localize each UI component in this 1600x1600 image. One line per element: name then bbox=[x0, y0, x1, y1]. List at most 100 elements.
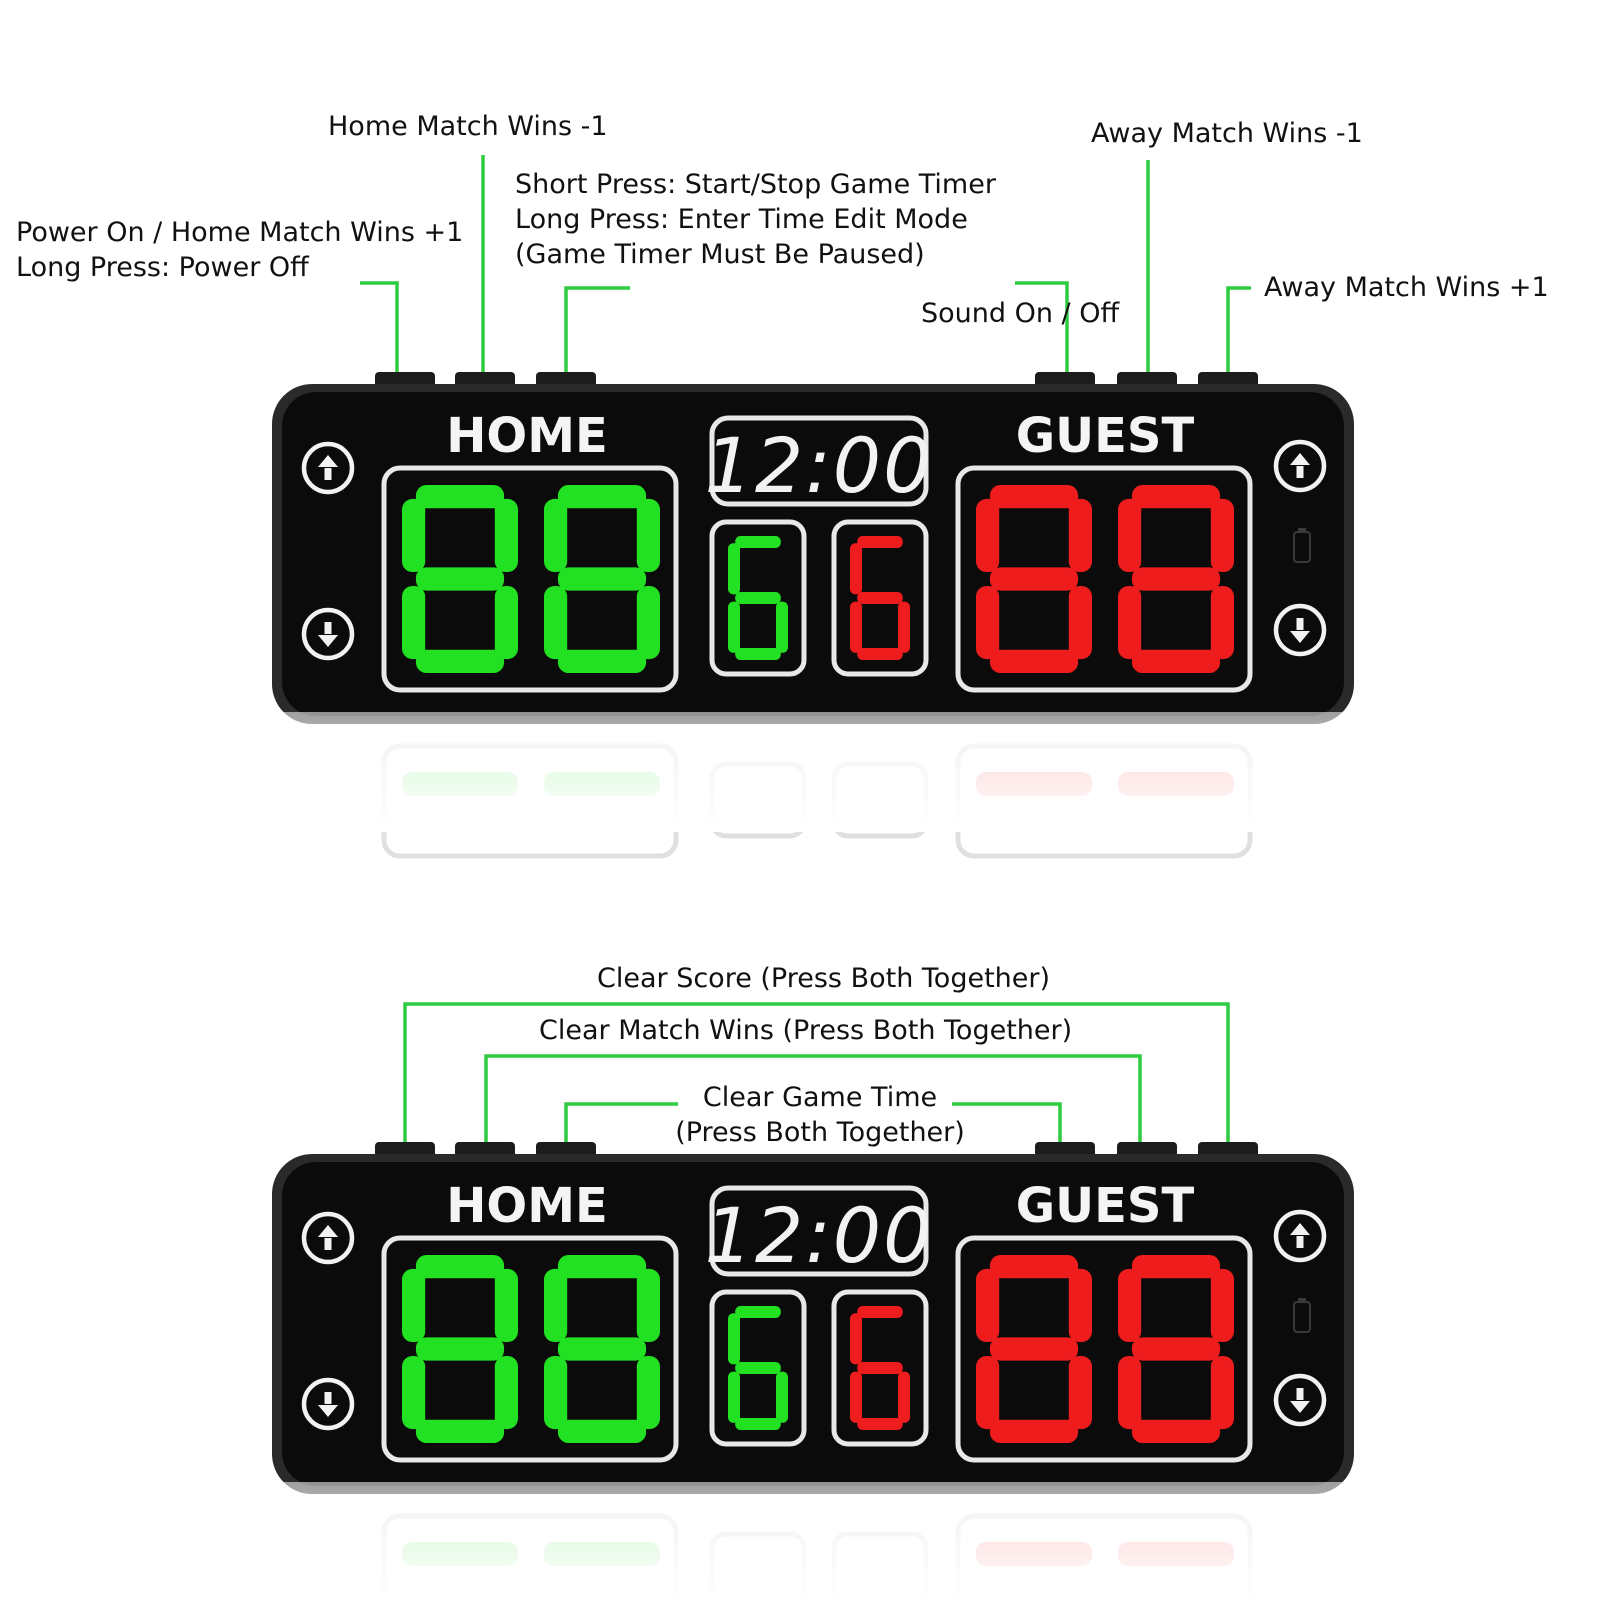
segment-c bbox=[636, 585, 660, 660]
home-title: HOME bbox=[446, 408, 608, 464]
segment-e bbox=[976, 585, 1000, 660]
segment-f bbox=[850, 543, 862, 595]
segment-d bbox=[415, 1419, 505, 1443]
home-score-frame bbox=[381, 1235, 679, 1463]
label-sound-toggle: Sound On / Off bbox=[921, 298, 1120, 329]
reflection-fade bbox=[264, 712, 1364, 832]
guest-down-arrow-icon bbox=[1273, 603, 1327, 657]
guest-match-wins-frame bbox=[831, 519, 929, 677]
label-home-match-wins-minus: Home Match Wins -1 bbox=[328, 111, 608, 142]
segment-g bbox=[857, 1362, 903, 1374]
segment-g bbox=[557, 1337, 647, 1361]
segment-b bbox=[494, 1268, 518, 1343]
home-match-wins-digit bbox=[728, 536, 788, 660]
label-power-on: Power On / Home Match Wins +1 bbox=[16, 217, 464, 248]
segment-c bbox=[494, 1355, 518, 1430]
reflection-fade bbox=[264, 1482, 1364, 1600]
label-timer-short-press: Short Press: Start/Stop Game Timer bbox=[515, 169, 996, 200]
segment-d bbox=[735, 648, 781, 660]
home-score-digit-2 bbox=[544, 485, 660, 673]
label-timer-paused: (Game Timer Must Be Paused) bbox=[515, 239, 925, 270]
segment-b bbox=[1210, 1268, 1234, 1343]
home-match-wins-frame bbox=[709, 519, 807, 677]
segment-c bbox=[776, 601, 788, 653]
leader-clear-time-right bbox=[952, 1102, 1062, 1142]
segment-f bbox=[402, 498, 426, 573]
guest-match-wins-digit bbox=[850, 536, 910, 660]
guest-up-arrow-icon bbox=[1273, 1209, 1327, 1263]
segment-e bbox=[1118, 1355, 1142, 1430]
clock-frame bbox=[709, 1185, 929, 1277]
segment-a bbox=[415, 485, 505, 509]
guest-score-digit-1 bbox=[976, 485, 1092, 673]
segment-c bbox=[636, 1355, 660, 1430]
guest-match-wins-digit bbox=[850, 1306, 910, 1430]
segment-b bbox=[494, 498, 518, 573]
segment-g bbox=[989, 1337, 1079, 1361]
segment-b bbox=[636, 1268, 660, 1343]
segment-f bbox=[544, 1268, 568, 1343]
segment-g bbox=[857, 592, 903, 604]
segment-d bbox=[857, 1418, 903, 1430]
segment-g bbox=[1131, 567, 1221, 591]
segment-e bbox=[402, 585, 426, 660]
home-score-digit-1 bbox=[402, 485, 518, 673]
segment-a bbox=[557, 1255, 647, 1279]
label-clear-match-wins: Clear Match Wins (Press Both Together) bbox=[539, 1015, 1073, 1046]
segment-c bbox=[898, 601, 910, 653]
label-power-off: Long Press: Power Off bbox=[16, 252, 309, 283]
leader-clear-score bbox=[403, 1002, 1230, 1142]
segment-b bbox=[636, 498, 660, 573]
label-away-match-wins-plus: Away Match Wins +1 bbox=[1264, 272, 1549, 303]
segment-d bbox=[557, 649, 647, 673]
guest-score-digit-2 bbox=[1118, 485, 1234, 673]
segment-e bbox=[728, 1371, 740, 1423]
segment-b bbox=[1068, 1268, 1092, 1343]
leader-clear-match-wins bbox=[484, 1054, 1142, 1142]
battery-icon bbox=[1293, 1298, 1311, 1333]
leader-sound-button bbox=[1015, 281, 1069, 372]
segment-a bbox=[415, 1255, 505, 1279]
leader-clear-time-left bbox=[564, 1102, 678, 1142]
segment-f bbox=[402, 1268, 426, 1343]
segment-c bbox=[1210, 585, 1234, 660]
segment-b bbox=[1068, 498, 1092, 573]
segment-f bbox=[976, 1268, 1000, 1343]
segment-f bbox=[728, 1313, 740, 1365]
segment-c bbox=[898, 1371, 910, 1423]
segment-a bbox=[735, 1306, 781, 1318]
clock-display: 12:00 bbox=[704, 1191, 933, 1280]
leader-away-plus-button bbox=[1226, 286, 1251, 372]
segment-d bbox=[989, 1419, 1079, 1443]
segment-a bbox=[857, 1306, 903, 1318]
home-down-arrow-icon bbox=[301, 1377, 355, 1431]
segment-e bbox=[976, 1355, 1000, 1430]
clock-frame bbox=[709, 415, 929, 507]
segment-f bbox=[1118, 498, 1142, 573]
segment-d bbox=[415, 649, 505, 673]
guest-score-frame bbox=[955, 465, 1253, 693]
segment-f bbox=[976, 498, 1000, 573]
guest-up-arrow-icon bbox=[1273, 439, 1327, 493]
segment-g bbox=[557, 567, 647, 591]
home-score-digit-1 bbox=[402, 1255, 518, 1443]
home-down-arrow-icon bbox=[301, 607, 355, 661]
leader-power-button bbox=[360, 281, 399, 372]
label-timer-long-press: Long Press: Enter Time Edit Mode bbox=[515, 204, 968, 235]
segment-e bbox=[544, 585, 568, 660]
segment-f bbox=[728, 543, 740, 595]
label-away-match-wins-minus: Away Match Wins -1 bbox=[1091, 118, 1363, 149]
segment-a bbox=[989, 1255, 1079, 1279]
segment-e bbox=[544, 1355, 568, 1430]
home-match-wins-frame bbox=[709, 1289, 807, 1447]
segment-c bbox=[494, 585, 518, 660]
label-clear-score: Clear Score (Press Both Together) bbox=[597, 963, 1051, 994]
segment-b bbox=[1210, 498, 1234, 573]
segment-a bbox=[557, 485, 647, 509]
segment-g bbox=[735, 1362, 781, 1374]
home-up-arrow-icon bbox=[301, 1211, 355, 1265]
guest-score-frame bbox=[955, 1235, 1253, 1463]
segment-d bbox=[1131, 1419, 1221, 1443]
